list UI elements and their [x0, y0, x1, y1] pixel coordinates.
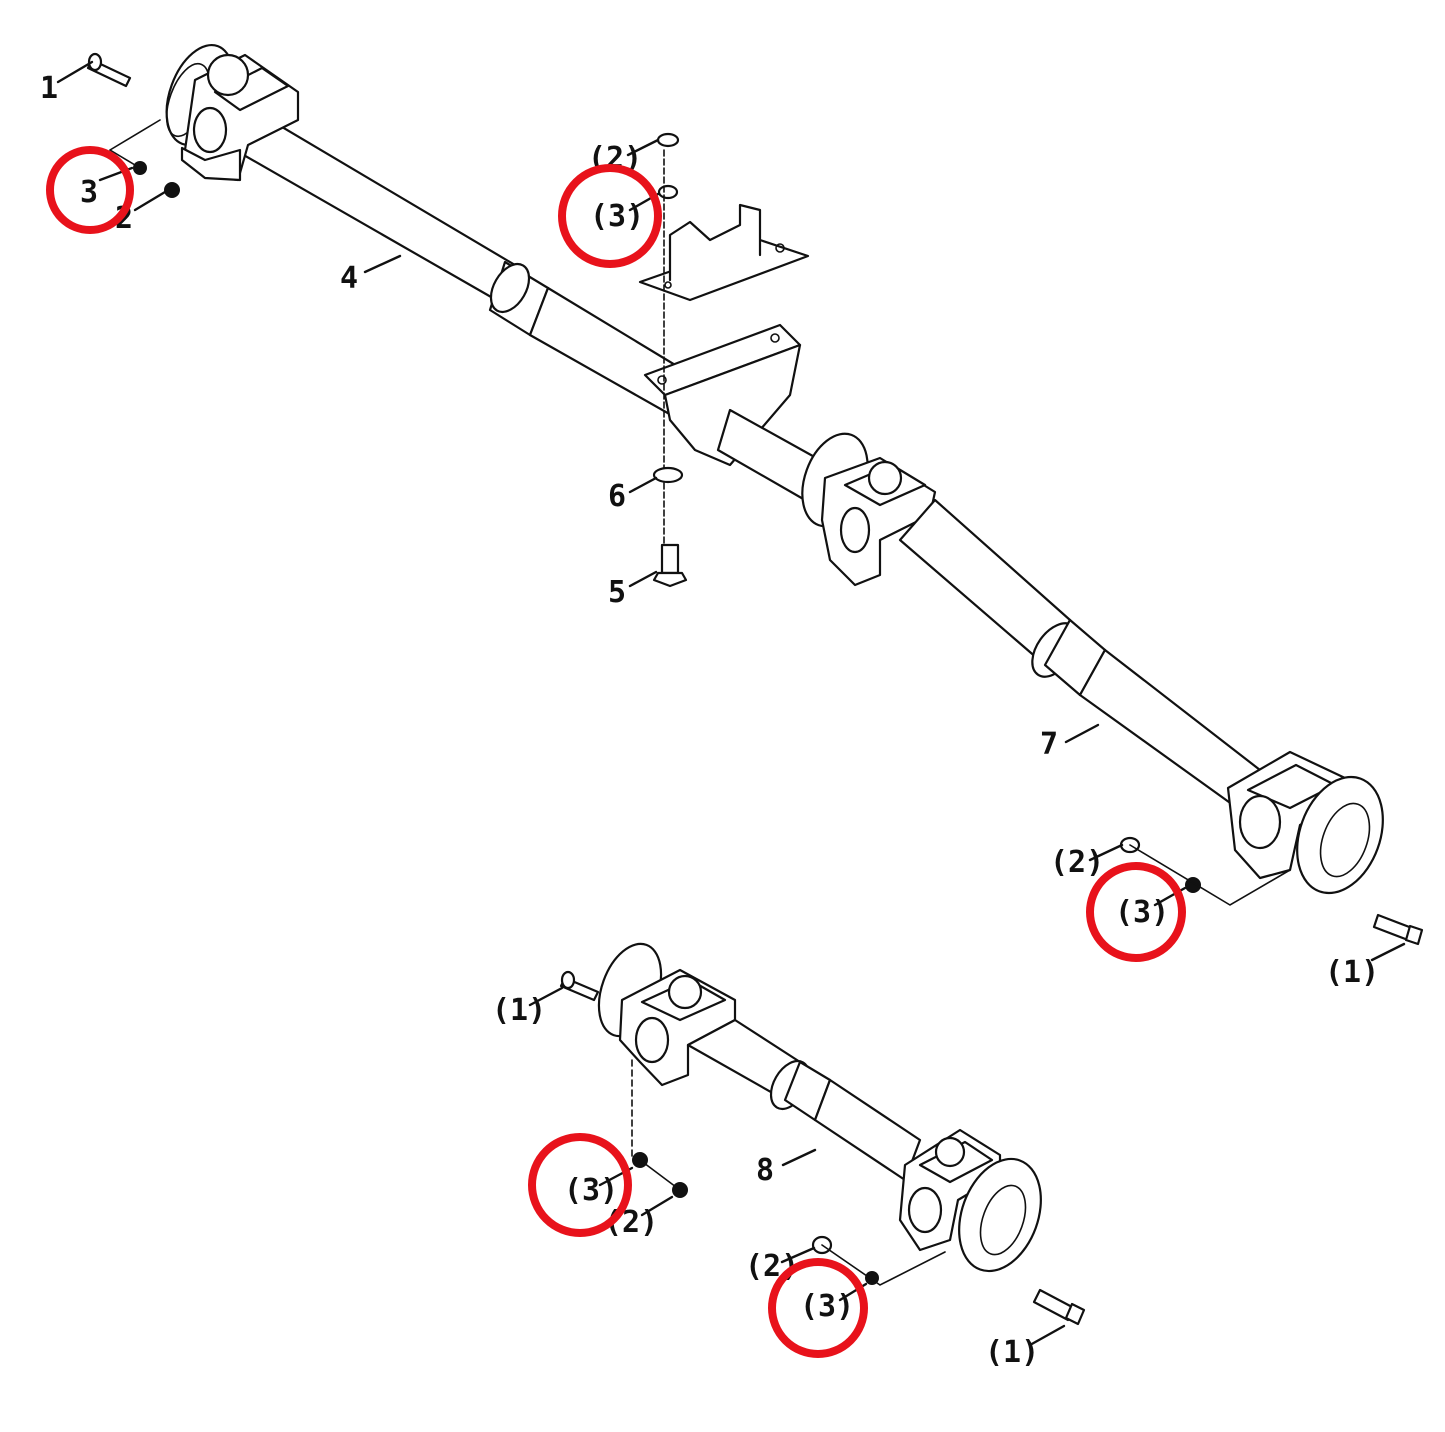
- highlight-ring-rear-lockwasher: [1086, 862, 1186, 962]
- lower-right-fastener-axis: [821, 1244, 946, 1286]
- lower-driveshaft-assembly: (1) (3) (2) 8 (2) (3) (1): [492, 942, 1086, 1370]
- callout-rear-lockwasher: (3): [1115, 895, 1169, 930]
- callout-mount-bolt: 5: [608, 575, 626, 610]
- highlight-ring-lower-left-lockwasher: [528, 1133, 632, 1237]
- callout-front-shaft: 4: [340, 261, 358, 296]
- callout-lower-right-bolt: (1): [985, 1335, 1039, 1370]
- highlight-ring-bracket-washer: [558, 164, 662, 268]
- front-yoke: [165, 43, 300, 182]
- rear-fastener-axis: [1129, 844, 1291, 906]
- callout-rear-nut: (2): [1050, 845, 1104, 880]
- front-fastener-axis: [109, 119, 161, 169]
- lower-left-yoke: [597, 942, 737, 1087]
- front-bolt: [86, 52, 132, 88]
- callout-lower-shaft: 8: [756, 1153, 774, 1188]
- lower-right-yoke: [898, 1128, 1042, 1273]
- rear-bolt-icon: [1372, 913, 1424, 946]
- callout-upper-bolt: 1: [40, 71, 58, 106]
- callout-lower-right-lockwasher: (3): [800, 1289, 854, 1324]
- callout-upper-lockwasher: 3: [80, 175, 98, 210]
- lower-shaft-tube: [686, 1018, 922, 1182]
- lower-right-bolt-icon: [1032, 1288, 1086, 1326]
- lower-left-fastener-axis: [639, 1159, 681, 1191]
- highlight-rings: [46, 146, 1186, 1358]
- callout-lower-left-bolt: (1): [492, 993, 546, 1028]
- callout-bracket-washer: (3): [590, 199, 644, 234]
- mount-washer-icon: [652, 466, 684, 484]
- bracket-washer-icon: [657, 184, 679, 200]
- upper-driveshaft-assembly: 1 3 2 4 (2) (3) 6 5 7 (2) (3) (1): [40, 43, 1424, 990]
- highlight-ring-lower-right-lockwasher: [768, 1258, 868, 1358]
- rear-yoke: [1226, 750, 1384, 895]
- center-support-bracket: [638, 203, 810, 467]
- rear-shaft-tube: [898, 498, 1262, 812]
- callout-mount-washer: 6: [608, 479, 626, 514]
- bracket-nut-icon: [656, 132, 680, 148]
- highlight-ring-front-lockwasher: [46, 146, 134, 234]
- callout-lower-left-lockwasher: (3): [564, 1173, 618, 1208]
- callout-rear-shaft: 7: [1040, 727, 1058, 762]
- callout-rear-bolt: (1): [1325, 955, 1379, 990]
- mount-bolt-icon: [652, 543, 688, 588]
- center-u-joint: [801, 432, 937, 587]
- front-nut-icon: [164, 182, 180, 198]
- lower-left-bolt-icon: [559, 970, 600, 1002]
